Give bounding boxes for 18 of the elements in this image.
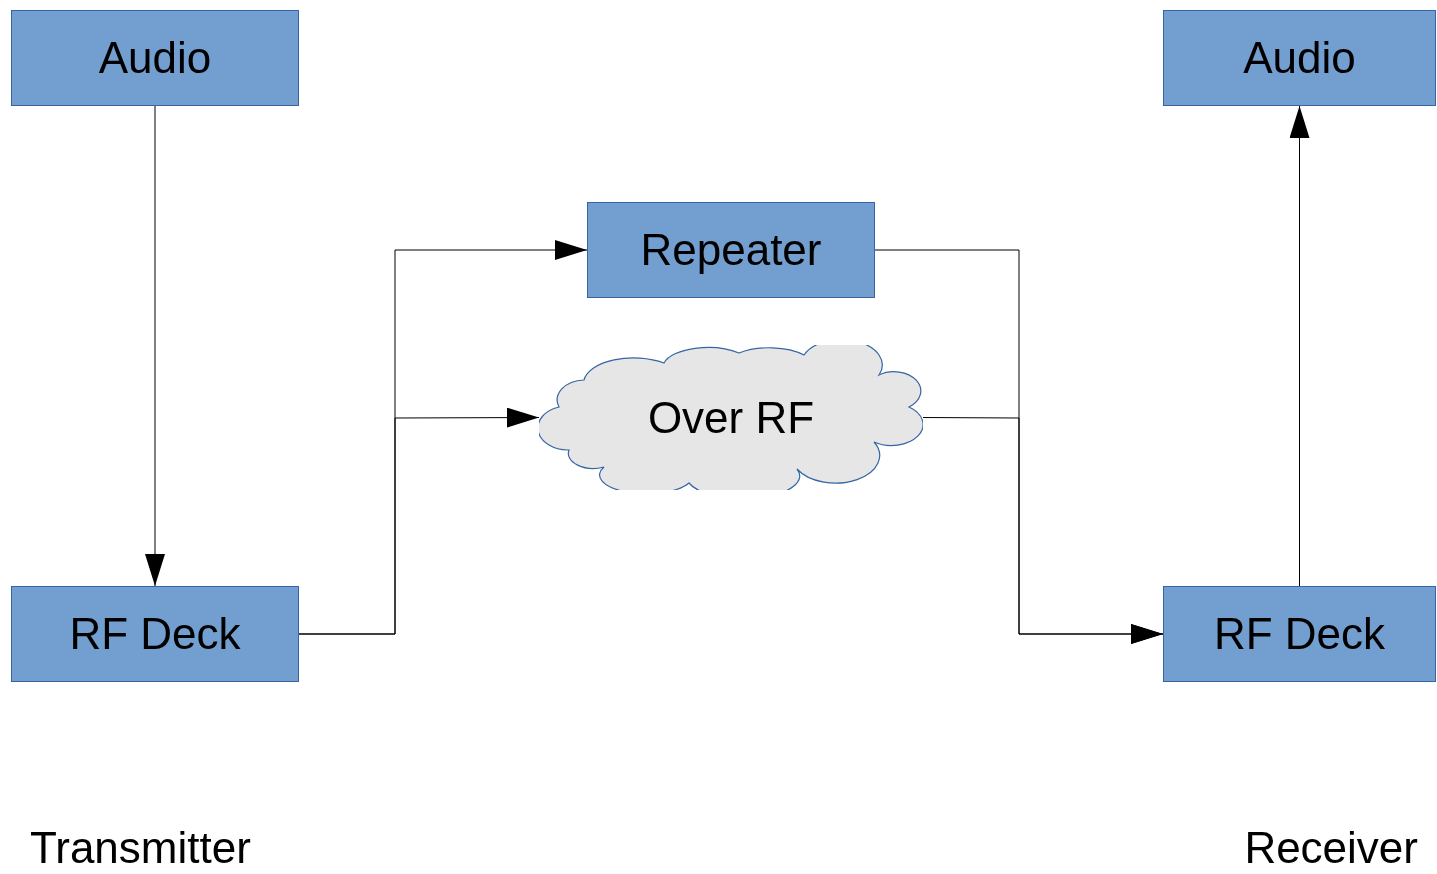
process-box	[11, 586, 299, 682]
arrow	[1289, 105, 1310, 587]
node-label: RF Deck	[69, 609, 241, 659]
process-box	[1163, 586, 1436, 682]
node-label: RF Deck	[1213, 609, 1386, 659]
process-box	[11, 10, 299, 106]
arrow	[298, 407, 540, 635]
process-box	[1163, 10, 1436, 106]
section-label: Receiver	[1244, 823, 1418, 873]
node-label: Over RF	[647, 392, 815, 443]
arrow	[145, 105, 165, 587]
arrow	[922, 417, 1164, 644]
section-label: Transmitter	[30, 823, 251, 873]
cloud-shape	[539, 345, 923, 490]
node-label: Audio	[98, 33, 212, 83]
process-box	[587, 202, 875, 298]
node-label: Repeater	[640, 225, 822, 275]
node-label: Audio	[1243, 33, 1356, 83]
